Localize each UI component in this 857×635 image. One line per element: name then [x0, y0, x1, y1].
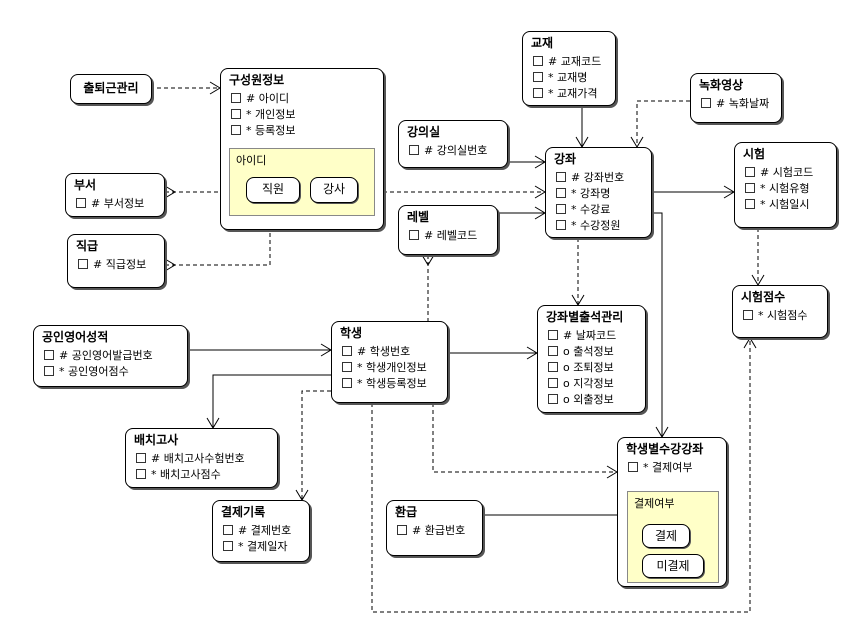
entity-title: 결제기록: [221, 505, 266, 519]
attribute: * 시험점수: [743, 308, 827, 324]
entity-title: 녹화영상: [699, 78, 744, 92]
entity-title: 교재: [531, 36, 554, 50]
subtype-paid[interactable]: 결제: [642, 524, 690, 548]
entity-title: 학생별수강강좌: [626, 442, 704, 456]
entity-level[interactable]: 레벨 # 레벨코드: [398, 205, 498, 255]
attribute: o 외출정보: [548, 392, 645, 408]
attribute: # 시험코드: [745, 165, 836, 181]
attribute: * 등록정보: [231, 123, 383, 139]
subtype-instructor[interactable]: 강사: [310, 177, 358, 203]
entity-title: 환급: [395, 505, 418, 519]
entity-textbook[interactable]: 교재 # 교재코드 * 교재명 * 교재가격: [522, 31, 616, 106]
attribute: * 개인정보: [231, 107, 383, 123]
entity-video[interactable]: 녹화영상 # 녹화날짜: [690, 73, 782, 123]
attribute: * 결제여부: [628, 460, 726, 476]
attribute: * 수강료: [556, 202, 651, 218]
attribute: # 학생번호: [342, 344, 447, 360]
subtype-label: 결제여부: [634, 497, 675, 510]
attribute: * 시험유형: [745, 181, 836, 197]
attribute: # 직급정보: [78, 257, 164, 273]
attribute: # 결제번호: [223, 523, 309, 539]
attribute: o 조퇴정보: [548, 360, 645, 376]
attribute: # 아이디: [231, 91, 383, 107]
entity-english-score[interactable]: 공인영어성적 # 공인영어발급번호 * 공인영어점수: [33, 325, 188, 387]
entity-refund[interactable]: 환급 # 환급번호: [386, 500, 483, 556]
attribute: * 학생등록정보: [342, 376, 447, 392]
entity-title: 강의실: [407, 125, 441, 139]
attribute: # 교재코드: [533, 54, 615, 70]
entity-title: 배치고사: [134, 433, 179, 447]
entity-member[interactable]: 구성원정보 # 아이디 * 개인정보 * 등록정보 아이디 직원 강사: [220, 68, 384, 230]
entity-student[interactable]: 학생 # 학생번호 * 학생개인정보 * 학생등록정보: [331, 321, 448, 403]
attribute: # 공인영어발급번호: [44, 348, 187, 364]
attribute: * 배치고사점수: [136, 467, 277, 483]
subtype-employee[interactable]: 직원: [246, 177, 300, 203]
entity-exam[interactable]: 시험 # 시험코드 * 시험유형 * 시험일시: [734, 142, 837, 228]
attribute: * 공인영어점수: [44, 364, 187, 380]
subtype-label: 아이디: [236, 154, 267, 167]
subtype-unpaid[interactable]: 미결제: [642, 554, 704, 578]
entity-title: 시험점수: [741, 290, 786, 304]
entity-title: 학생: [340, 326, 363, 340]
attribute: * 수강정원: [556, 218, 651, 234]
entity-title: 부서: [74, 178, 97, 192]
attribute: * 결제일자: [223, 539, 309, 555]
attribute: # 날짜코드: [548, 328, 645, 344]
entity-title: 레벨: [407, 210, 430, 224]
attribute: * 시험일시: [745, 197, 836, 213]
entity-title: 구성원정보: [229, 73, 285, 87]
entity-title: 강좌별출석관리: [546, 310, 624, 324]
attribute: # 강의실번호: [409, 143, 507, 159]
attribute: * 학생개인정보: [342, 360, 447, 376]
entity-payment-record[interactable]: 결제기록 # 결제번호 * 결제일자: [212, 500, 310, 562]
entity-attendance[interactable]: 출퇴근관리: [70, 74, 152, 104]
entity-title: 공인영어성적: [42, 330, 109, 344]
attribute: # 부서정보: [76, 196, 164, 212]
entity-course[interactable]: 강좌 # 강좌번호 * 강좌명 * 수강료 * 수강정원: [545, 147, 652, 238]
attribute: * 교재가격: [533, 86, 615, 102]
attribute: o 출석정보: [548, 344, 645, 360]
subtype-box: 아이디 직원 강사: [229, 148, 375, 216]
subtype-box: 결제여부 결제 미결제: [627, 491, 719, 583]
entity-title: 직급: [76, 239, 99, 253]
entity-title: 시험: [743, 147, 766, 161]
attribute: # 환급번호: [397, 523, 482, 539]
attribute: * 강좌명: [556, 186, 651, 202]
entity-placement-test[interactable]: 배치고사 # 배치고사수험번호 * 배치고사점수: [125, 428, 278, 488]
entity-position[interactable]: 직급 # 직급정보: [67, 234, 165, 288]
attribute: * 교재명: [533, 70, 615, 86]
attribute: # 강좌번호: [556, 170, 651, 186]
entity-title: 강좌: [554, 152, 577, 166]
entity-exam-score[interactable]: 시험점수 * 시험점수: [732, 285, 828, 338]
entity-classroom[interactable]: 강의실 # 강의실번호: [398, 120, 508, 168]
entity-course-attendance[interactable]: 강좌별출석관리 # 날짜코드 o 출석정보 o 조퇴정보 o 지각정보 o 외출…: [537, 305, 646, 413]
entity-enrollment[interactable]: 학생별수강강좌 * 결제여부 결제여부 결제 미결제: [617, 437, 727, 587]
entity-department[interactable]: 부서 # 부서정보: [65, 173, 165, 217]
attribute: # 레벨코드: [409, 228, 497, 244]
attribute: # 배치고사수험번호: [136, 451, 277, 467]
attribute: # 녹화날짜: [701, 96, 781, 112]
attribute: o 지각정보: [548, 376, 645, 392]
